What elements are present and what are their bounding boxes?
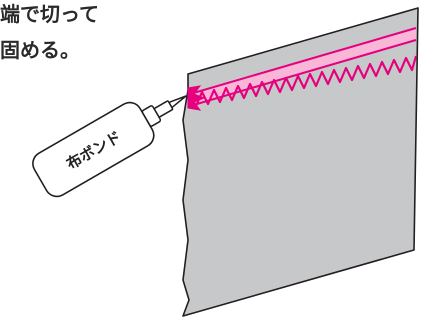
glue-bottle-icon: 布ボンド — [32, 95, 187, 198]
zigzag-stitch — [187, 27, 418, 111]
caption-line-1: 端で切って — [0, 2, 99, 26]
stitch-zigzag-line — [189, 55, 418, 108]
stitch-top-edge — [189, 27, 417, 95]
caption-line-2: 固める。 — [0, 38, 80, 62]
stitch-end-knot — [187, 85, 206, 111]
fabric-panel — [182, 7, 419, 317]
stitch-bottom-edge — [189, 39, 417, 107]
